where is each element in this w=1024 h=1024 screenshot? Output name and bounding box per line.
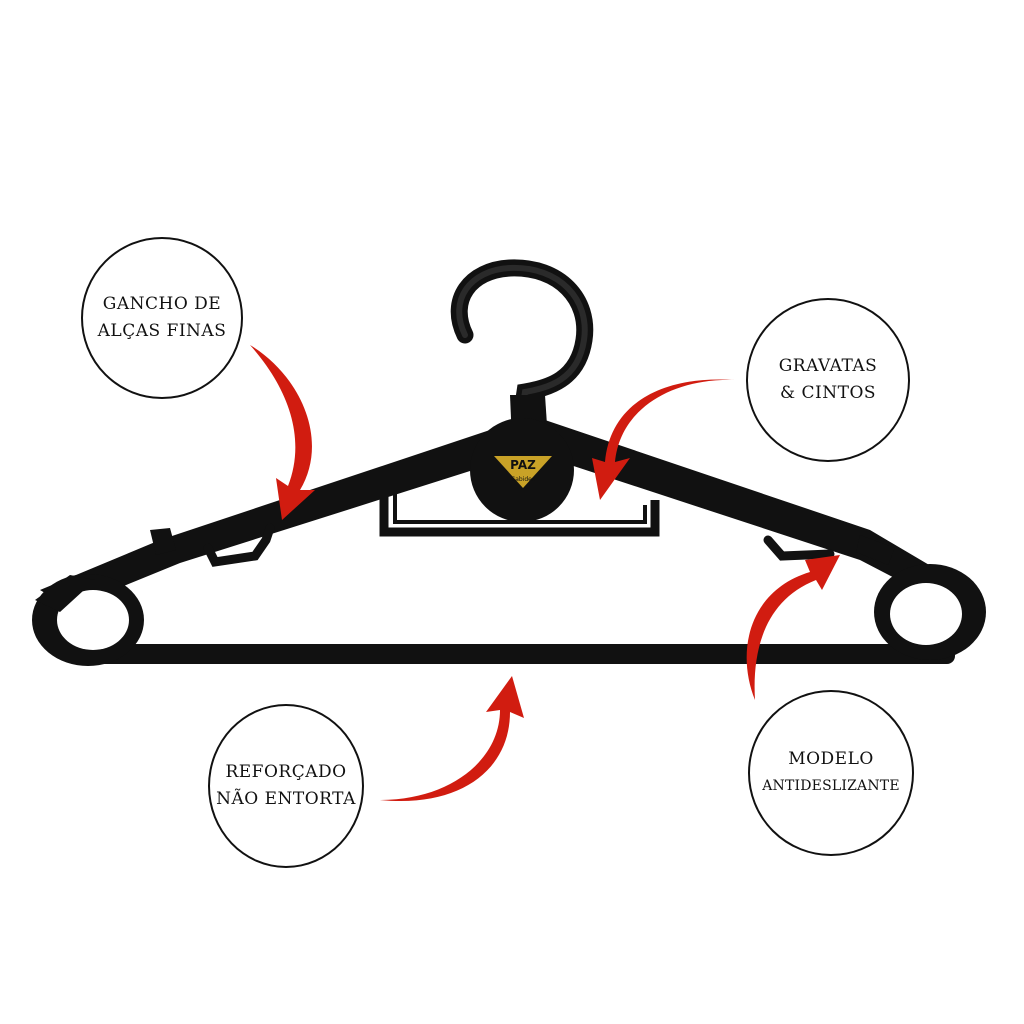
logo-text: PAZ (510, 458, 536, 472)
curved-arrow-icon (592, 379, 735, 500)
callout-ties-belts: GRAVATAS & CINTOS (746, 298, 910, 462)
callout-label: REFORÇADO NÃO ENTORTA (216, 759, 356, 813)
callout-non-slip: MODELO ANTIDESLIZANTE (748, 690, 914, 856)
callout-line: MODELO (788, 749, 874, 769)
callout-reinforced: REFORÇADO NÃO ENTORTA (208, 704, 364, 868)
hanger-right-arm (540, 420, 980, 612)
callout-line: GANCHO DE (102, 294, 222, 314)
hanger-left-strap-hook (203, 523, 275, 567)
curved-arrow-icon (250, 345, 315, 520)
logo-subtext: Cabides (511, 476, 535, 483)
hanger-right-strap-hook (763, 535, 835, 561)
callout-line: & CINTOS (779, 383, 877, 403)
callout-label: MODELO ANTIDESLIZANTE (762, 746, 900, 800)
callout-line: REFORÇADO (225, 762, 347, 782)
callout-line: GRAVATAS (778, 356, 878, 376)
callout-line: ALÇAS FINAS (97, 321, 227, 341)
hanger-bottom-bar (85, 644, 955, 664)
hanger-tie-bar (379, 488, 660, 537)
callout-label: GRAVATAS & CINTOS (779, 353, 878, 407)
curved-arrow-icon (746, 555, 840, 700)
callout-line: ANTIDESLIZANTE (762, 778, 900, 794)
curved-arrow-icon (380, 676, 524, 802)
callout-label: GANCHO DE ALÇAS FINAS (98, 291, 227, 345)
callout-thin-strap-hook: GANCHO DE ALÇAS FINAS (81, 237, 243, 399)
logo-badge (494, 456, 552, 488)
callout-line: NÃO ENTORTA (216, 789, 356, 809)
